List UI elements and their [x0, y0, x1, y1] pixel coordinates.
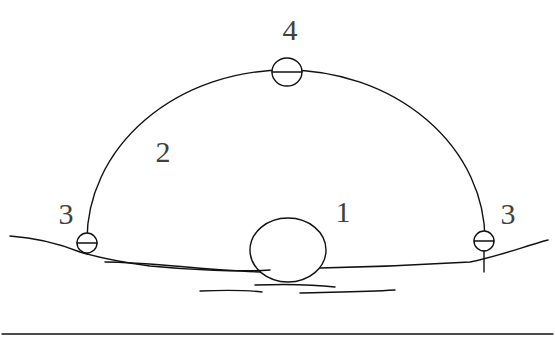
ground-line [10, 236, 270, 271]
ground-line [255, 284, 335, 287]
ground-line [300, 290, 395, 293]
top-point-mark [272, 71, 302, 72]
callout-number: 3 [59, 199, 74, 229]
base-line [2, 333, 553, 334]
end-point-mark [77, 242, 97, 243]
ground-line [200, 290, 262, 292]
callout-number: 3 [501, 199, 516, 229]
end-point-stick [483, 251, 484, 272]
top-point [272, 58, 302, 86]
ground-line [320, 240, 548, 268]
central-body [250, 218, 326, 282]
callout-number: 1 [336, 197, 351, 227]
callout-number: 2 [156, 137, 171, 167]
end-point-mark [474, 240, 494, 241]
end-point [474, 231, 494, 251]
callout-number: 4 [283, 15, 298, 45]
end-point [77, 233, 97, 253]
ground-line [105, 262, 260, 272]
dome-arc [87, 70, 485, 240]
